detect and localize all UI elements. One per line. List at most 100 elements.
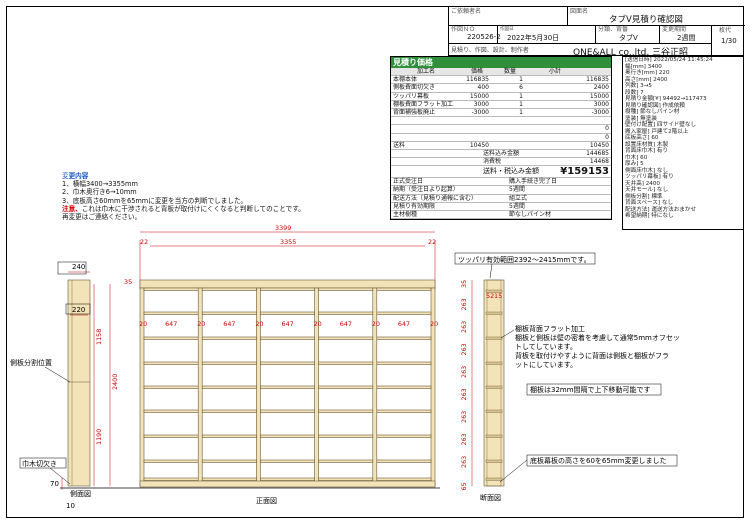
estimate-summary-row: 送料込み金額 144685 xyxy=(391,149,611,159)
section-note1-l5: ットにしています。 xyxy=(515,361,577,369)
notes-warn-text: これは巾木に干渉されると背板が取付けにくくなると判断してのことです。 xyxy=(81,204,305,213)
section-note1-l2: 棚板と側板は壁の密着を考慮して通常5mmオフセッ xyxy=(515,333,680,342)
front-width-inner: 3355 xyxy=(280,238,296,246)
estimate-title: 見積り価格 xyxy=(391,57,611,68)
section-shelf xyxy=(485,289,503,293)
notes-title-b: 更内容 xyxy=(68,172,89,180)
info-label: 正式受注日 xyxy=(393,178,424,186)
section-shelf xyxy=(485,477,503,481)
front-shelf xyxy=(201,336,257,340)
front-shelf xyxy=(318,409,374,413)
section-interval: 65 xyxy=(460,482,468,490)
notes-last: 再変更はご連絡ください。 xyxy=(62,213,142,222)
front-col-width: 647 xyxy=(223,320,235,328)
front-divider xyxy=(314,287,319,487)
info-value: 5週間 xyxy=(509,186,525,194)
estimate-item-name: 背面補強板廃止 xyxy=(393,108,436,116)
front-shelf xyxy=(318,477,374,481)
front-shelf xyxy=(318,287,374,291)
section-view: ツッパリ有効範囲2392～2415mmです。 52 15 35263263263… xyxy=(454,252,680,502)
front-divider xyxy=(197,287,203,487)
estimate-qty: 1 xyxy=(519,92,523,100)
section-interval: 263 xyxy=(460,388,468,400)
total-label: 送料・税込み金額 xyxy=(483,167,539,176)
side-bottom-10: 10 xyxy=(66,502,75,510)
spec-line: 見積り金額[¥] 94492→117473 xyxy=(625,96,707,102)
front-col-width: 647 xyxy=(165,320,177,328)
section-shelf xyxy=(485,311,503,315)
spec-line: 壁付け配置] 四サイド壁なし xyxy=(625,122,697,128)
front-shelf xyxy=(260,311,315,315)
top-panel xyxy=(139,279,436,289)
front-shelf xyxy=(201,434,257,438)
section-note3: 底板幕板の高さを60を65mm変更しました xyxy=(530,456,666,465)
front-shelf xyxy=(201,459,257,463)
side-split-label: 側板分割位置 xyxy=(10,358,52,367)
info-value: 組立式 xyxy=(509,194,528,202)
estimate-item-name: 棚板費面フラット加工 xyxy=(393,100,454,108)
estimate-qty: 6 xyxy=(519,84,523,92)
estimate-info-row: 納期（受注日より起算） 5週間 xyxy=(391,186,611,195)
front-shelf xyxy=(260,409,315,413)
front-shelf xyxy=(318,434,374,438)
estimate-row: 0 xyxy=(391,134,611,142)
front-shelf xyxy=(143,336,199,340)
front-col-width: 647 xyxy=(398,320,410,328)
section-d15: 15 xyxy=(494,292,502,300)
maker-value: ONE&ALL co.,ltd. 三谷正昭 xyxy=(573,48,689,58)
spec-line: 側面床巾木] なし xyxy=(625,167,669,174)
work-no: 220526-2 xyxy=(467,33,501,41)
front-shelf xyxy=(376,336,432,340)
work-no-label: 作図ＮＯ xyxy=(451,26,476,33)
estimate-price: 400 xyxy=(477,84,489,92)
front-shelf xyxy=(376,409,432,413)
info-value: 購入手続き完了日 xyxy=(509,178,558,186)
front-shelf xyxy=(201,477,257,481)
front-divider xyxy=(430,287,436,487)
section-note1-l1: 棚板背面フラット加工 xyxy=(515,324,585,333)
front-divider xyxy=(139,287,145,487)
period-label: 変更期間 xyxy=(662,26,687,33)
estimate-price: 15000 xyxy=(469,92,489,100)
section-shelf xyxy=(485,409,503,413)
front-shelf xyxy=(376,434,432,438)
subtotal-value: 144685 xyxy=(586,149,609,157)
spec-line: 天井高] 2400 xyxy=(625,180,660,187)
front-shelf xyxy=(201,287,257,291)
front-shelf xyxy=(143,311,199,315)
front-col-gap: 20 xyxy=(197,320,205,328)
section-shelf xyxy=(485,336,503,340)
section-interval: 263 xyxy=(460,411,468,423)
front-height-upper: 1158 xyxy=(95,329,103,345)
spec-line: 段数] 7 xyxy=(625,89,644,96)
subtotal-label: 送料込み金額 xyxy=(483,149,520,157)
front-shelf xyxy=(143,409,199,413)
date-label: 作図日 xyxy=(500,27,514,32)
front-shelf xyxy=(143,477,199,481)
base-board xyxy=(139,480,436,488)
notes-line-2: 2、巾木奥行き6→10mm xyxy=(62,188,137,197)
period-value: 2週間 xyxy=(677,34,696,42)
info-label: 見積り有効期限 xyxy=(393,202,436,210)
estimate-summary-row: 送料・税込み金額¥159153 xyxy=(391,166,611,179)
front-col-gap: 20 xyxy=(139,320,147,328)
estimate-item-name: 本棚本体 xyxy=(393,76,418,84)
estimate-item-name: 送料 xyxy=(393,141,406,149)
front-shelf xyxy=(260,361,315,365)
info-label: 納期（受注日より起算） xyxy=(393,186,459,194)
estimate-price: 116835 xyxy=(466,76,489,84)
front-shelf xyxy=(260,477,315,481)
front-divider xyxy=(372,287,378,487)
section-note2: 棚板は32mm間隔で上下移動可能です xyxy=(530,385,651,394)
spec-line: 塗装] 無塗装 xyxy=(625,115,657,122)
drawing-name: タブV見積り確認図 xyxy=(609,15,683,25)
drawing-name-label: 図面名 xyxy=(570,8,589,15)
front-height-lower: 1190 xyxy=(95,429,103,445)
front-shelf xyxy=(201,361,257,365)
notes-line-3: 3、底板高さ60mmを65mmに変更を当方の判断でしました。 xyxy=(62,196,248,205)
